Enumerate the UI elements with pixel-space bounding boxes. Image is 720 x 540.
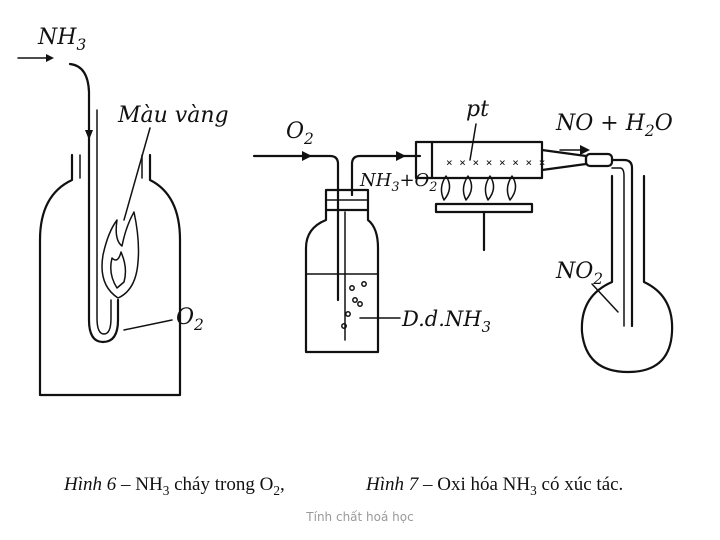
fig7-o2-label: O2 xyxy=(286,119,314,148)
fig7-products-label: NO + H2O xyxy=(555,111,673,140)
watermark-text: Tính chất hoá học xyxy=(306,510,414,524)
fig6-flame-pointer xyxy=(123,127,151,221)
fig6-caption: Hình 6 – NH3 cháy trong O2, xyxy=(63,474,285,498)
fig7-delivery-tube xyxy=(610,158,634,328)
fig7-mixture-label: NH3+O2 xyxy=(359,170,437,194)
fig7-pt-label: pt xyxy=(466,97,489,122)
fig7-pt-pointer xyxy=(469,123,477,161)
fig7-burner-plate xyxy=(434,202,534,214)
fig6-flow-arrow xyxy=(85,130,93,140)
fig6-flame-label: Màu vàng xyxy=(117,103,229,128)
fig7-o2-inlet-tube xyxy=(252,154,340,302)
fig6-gas-tube xyxy=(68,62,120,344)
fig7-no2-pointer xyxy=(591,283,619,313)
fig7-wash-bottle xyxy=(304,208,380,354)
svg-text:× × × × × × × ×: × × × × × × × × xyxy=(446,156,545,169)
fig7-no2-label: NO2 xyxy=(555,259,603,288)
fig7-outlet-arrow xyxy=(396,151,406,161)
fig7-o2-arrow xyxy=(302,151,312,161)
fig6-bottle xyxy=(38,153,182,397)
nh3-inlet-arrow xyxy=(17,54,54,62)
fig6-gas-tube-inner xyxy=(96,109,112,335)
fig7-catalyst-tube xyxy=(414,140,544,180)
fig7-platinum-gauze: × × × × × × × × xyxy=(446,156,545,169)
fig6-o2-pointer xyxy=(123,319,173,331)
fig7-bubbles xyxy=(341,281,367,329)
fig7-outlet-tube xyxy=(350,154,422,197)
fig6-flame-inner xyxy=(110,251,127,289)
figure-7: O2 NH3+O2 D.d.NH3 xyxy=(252,97,674,498)
fig7-tube-taper xyxy=(540,148,588,172)
fig6-flame xyxy=(101,211,140,299)
fig7-solution-label: D.d.NH3 xyxy=(401,307,491,336)
fig7-products-arrow xyxy=(580,145,590,155)
fig7-flask xyxy=(580,174,674,374)
fig7-delivery-tube-inner xyxy=(611,167,625,327)
fig7-caption: Hình 7 – Oxi hóa NH3 có xúc tác. xyxy=(365,474,623,498)
fig7-burner-flames xyxy=(440,175,517,201)
figure-6: NH3 Màu vàng O2 Hình 6 – NH3 cháy trong … xyxy=(17,25,285,498)
fig7-connector xyxy=(584,152,614,168)
fig6-o2-label: O2 xyxy=(176,305,204,334)
fig6-nh3-label: NH3 xyxy=(37,25,86,54)
